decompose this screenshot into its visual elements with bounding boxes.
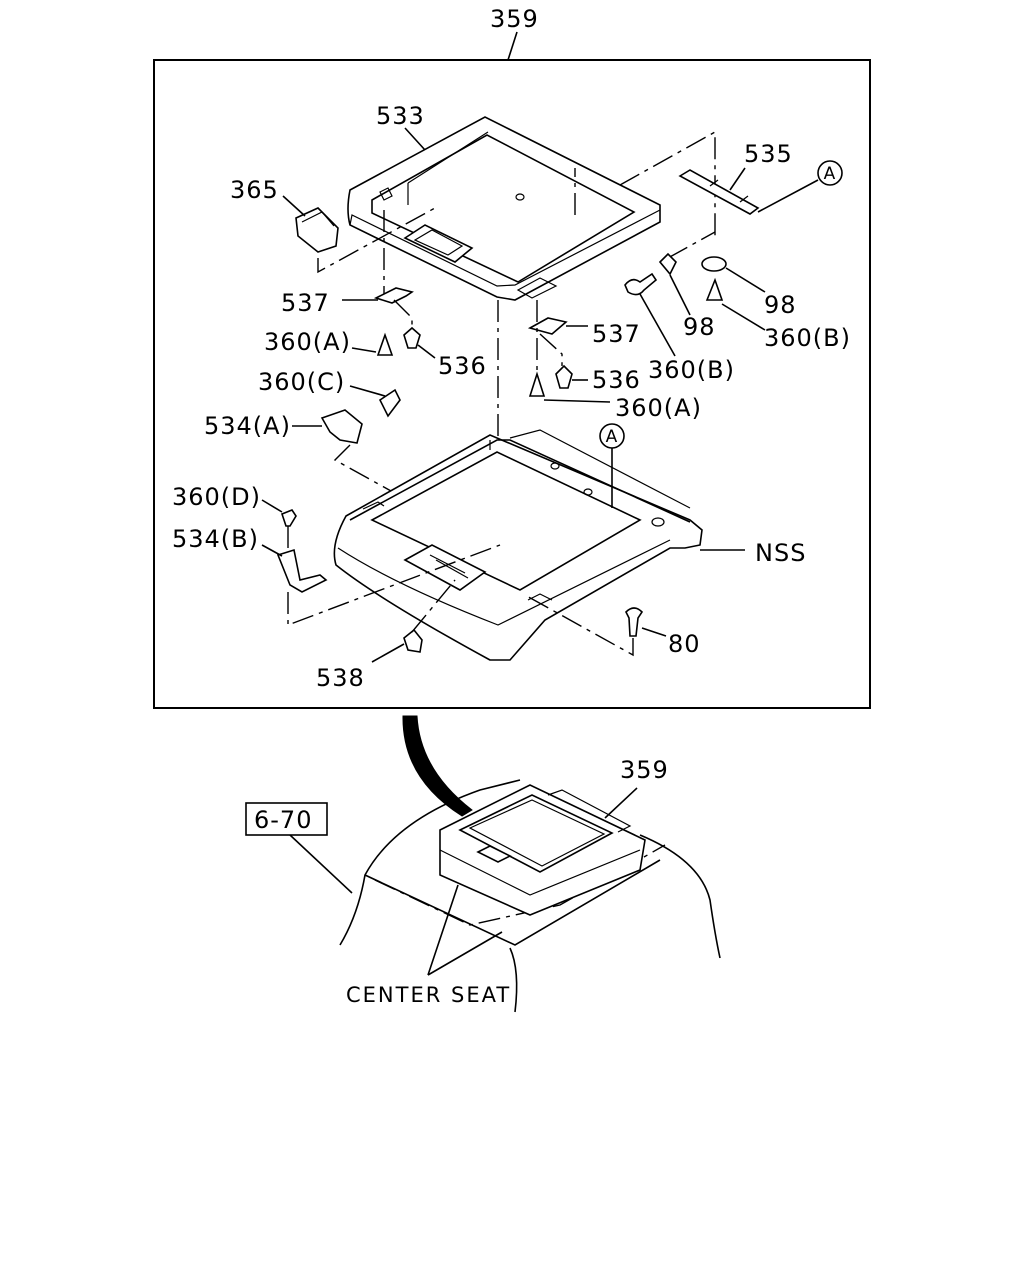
callout-365: 365 (230, 176, 279, 204)
hinge-534b (276, 548, 328, 593)
screw-c (378, 388, 401, 418)
mini-console-leader (604, 787, 638, 819)
callout-534a: 534(A) (204, 412, 291, 440)
latch-538 (403, 628, 423, 653)
circle-a-mid-label: A (606, 427, 619, 447)
hinge-b-leader (261, 544, 283, 557)
mini-console-part (439, 784, 646, 916)
circle-a-top-leader (757, 179, 819, 213)
callout-360a-left: 360(A) (264, 328, 351, 356)
clip-right-537 (527, 317, 568, 335)
center-seat-leader-2 (427, 931, 503, 976)
callout-360a-right: 360(A) (615, 394, 702, 422)
screw-d (281, 509, 297, 527)
callout-536-left: 536 (438, 352, 487, 380)
callout-359-top: 359 (490, 5, 539, 33)
screw-a-right (528, 371, 546, 397)
bracket-leader (729, 167, 746, 191)
screw-a-left-leader (351, 347, 377, 353)
washer-98-left (658, 252, 677, 276)
view-arrow (402, 715, 473, 817)
callout-nss: NSS (755, 539, 806, 567)
washer-right-leader (725, 267, 766, 293)
callout-533: 533 (376, 102, 425, 130)
screw-b-right (705, 277, 724, 301)
screw-a-left (376, 332, 394, 356)
bumper-left-dash (393, 299, 413, 328)
callout-538: 538 (316, 664, 365, 692)
bracket-535-part (678, 169, 760, 215)
lid-center-line (619, 130, 716, 240)
callout-534b: 534(B) (172, 525, 259, 553)
callout-536-right: 536 (592, 366, 641, 394)
center-seat-leader-1 (427, 884, 459, 976)
latch-dash (411, 579, 456, 633)
bumper-left-leader (417, 344, 436, 359)
latch-leader (371, 643, 405, 663)
callout-360c: 360(C) (258, 368, 345, 396)
callout-360b-left: 360(B) (648, 356, 735, 384)
callout-360b-right: 360(B) (764, 324, 851, 352)
screw-a-right-leader (543, 399, 611, 403)
assembly-leader (507, 31, 518, 61)
hinge-b-dash (287, 544, 501, 627)
bumper-right-dash (539, 333, 563, 366)
switch-365-part (295, 207, 339, 253)
circle-a-mid (599, 423, 625, 449)
base-nss-part (333, 429, 703, 661)
hinge-a-dash (333, 444, 401, 497)
switch-leader (282, 195, 306, 217)
callout-359-bottom: 359 (620, 756, 669, 784)
bolt-80 (625, 607, 644, 637)
callout-98-left: 98 (683, 313, 716, 341)
callout-537-left: 537 (281, 289, 330, 317)
ref-page-label: 6-70 (254, 806, 312, 834)
bolt-dash (524, 594, 634, 657)
hinge-534a (320, 409, 363, 444)
center-seat-label: CENTER SEAT (346, 983, 511, 1007)
callout-360d: 360(D) (172, 483, 261, 511)
circle-a-top-label: A (824, 164, 837, 184)
callout-537-right: 537 (592, 320, 641, 348)
callout-80: 80 (668, 630, 701, 658)
exploded-view-frame (153, 59, 871, 709)
switch-dash-line (317, 207, 436, 274)
washer-left-leader (669, 274, 691, 316)
lid-part (347, 116, 661, 301)
lid-leader (404, 127, 426, 151)
bumper-right-536 (555, 364, 573, 389)
ref-leader (289, 834, 353, 894)
washer-98-right (701, 256, 727, 272)
bolt-leader (641, 627, 667, 637)
screw-b-right-leader (721, 303, 766, 331)
circle-a-top (817, 160, 843, 186)
screw-b-left-leader (639, 293, 676, 357)
screw-b-left (624, 272, 658, 296)
bumper-left-536 (403, 326, 421, 349)
screw-d-leader (261, 499, 283, 513)
ref-box (245, 802, 328, 836)
callout-98-right: 98 (764, 291, 797, 319)
callout-535: 535 (744, 140, 793, 168)
clip-left-537 (373, 287, 414, 304)
right-dash-to-bracket (667, 231, 716, 259)
screw-c-leader (349, 385, 386, 397)
